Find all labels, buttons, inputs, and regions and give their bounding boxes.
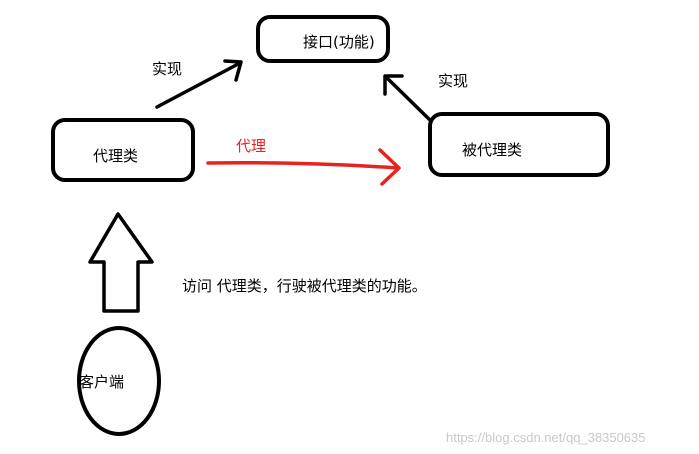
client-label: 客户端: [79, 373, 125, 391]
real-node: [428, 112, 610, 177]
delegate-label: 代理: [236, 137, 267, 155]
real-implements-arrow: [383, 74, 432, 122]
real-implements-label: 实现: [438, 72, 469, 90]
access-arrow: [88, 212, 154, 313]
proxy-label: 代理类: [93, 147, 139, 165]
client-node: [77, 326, 161, 436]
real-label: 被代理类: [462, 141, 523, 159]
interface-label: 接口(功能): [303, 33, 375, 51]
watermark: https://blog.csdn.net/qq_38350635: [446, 430, 646, 445]
proxy-implements-label: 实现: [152, 60, 183, 78]
interface-node: [256, 15, 390, 63]
proxy-implements-arrow: [155, 59, 243, 109]
proxy-node: [51, 118, 195, 182]
access-note: 访问 代理类，行驶被代理类的功能。: [182, 277, 427, 295]
delegate-arrow: [206, 148, 401, 186]
